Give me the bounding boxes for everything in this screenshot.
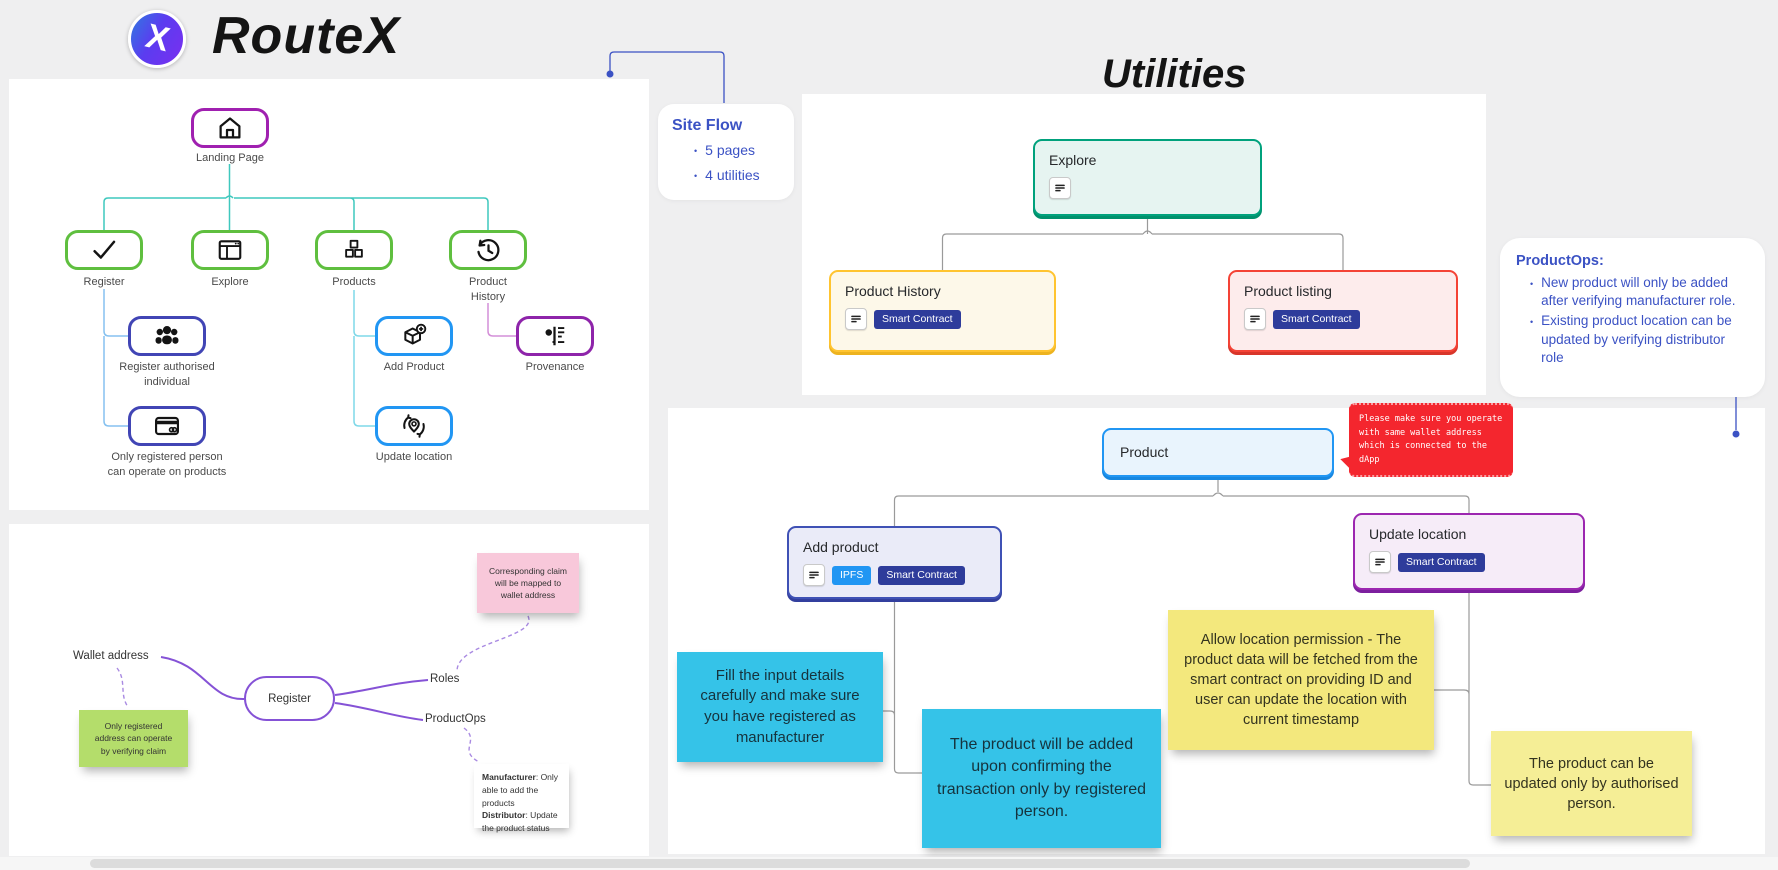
node-title: Update location [1369, 526, 1467, 542]
node-products-page[interactable] [315, 230, 393, 270]
node-label: Landing Page [196, 152, 264, 164]
app-logo-text: RouteX [212, 7, 400, 65]
sticky-note-product-added[interactable]: The product will be added upon confirmin… [922, 709, 1161, 848]
site-flow-connectors [103, 164, 516, 427]
node-title: Add product [803, 539, 879, 555]
node-label: Register authorised individual [119, 361, 215, 388]
node-label: Explore [211, 276, 249, 288]
distributor-label: Distributor [482, 810, 526, 821]
node-label: Update location [375, 451, 453, 463]
node-label: Register [83, 276, 125, 288]
node-update-location-flow[interactable]: Update location Smart Contract [1353, 513, 1585, 590]
history-clock-icon [477, 239, 500, 262]
smart-contract-badge: Smart Contract [874, 309, 961, 329]
branch-wallet-address[interactable]: Wallet address [73, 650, 149, 662]
horizontal-scrollbar-thumb[interactable] [90, 859, 1470, 868]
timeline-icon [545, 326, 565, 346]
sticky-note-fill-details[interactable]: Fill the input details carefully and mak… [677, 652, 883, 762]
cubes-icon [345, 239, 363, 258]
productops-callout[interactable]: ProductOps: New product will only be add… [1500, 238, 1765, 397]
sticky-note-location-permission[interactable]: Allow location permission - The product … [1168, 610, 1434, 750]
roles-description-note[interactable]: Manufacturer: Only able to add the produ… [474, 764, 569, 833]
node-explore-page[interactable] [191, 230, 269, 270]
node-title: Product [1120, 444, 1169, 460]
node-register-topic[interactable]: Register [244, 676, 335, 721]
people-group-icon [155, 326, 179, 345]
utilities-frame: Explore Product History Smart Contract P… [802, 94, 1486, 395]
location-sync-icon [403, 414, 425, 438]
callout-item: 5 pages [694, 141, 780, 160]
node-label: Only registered person can operate on pr… [107, 451, 227, 478]
register-map-frame: Corresponding claim will be mapped to wa… [9, 524, 649, 856]
smart-contract-badge: Smart Contract [878, 565, 965, 585]
checkmark-icon [93, 240, 116, 259]
node-registered-only[interactable] [128, 406, 206, 446]
node-landing-page[interactable] [191, 108, 269, 148]
connector-anchor-dot [606, 70, 614, 78]
site-flow-frame: Landing Page Register Explore Products P… [9, 79, 649, 510]
callout-item: Existing product location can be updated… [1530, 312, 1749, 367]
node-explore-utility[interactable]: Explore [1033, 139, 1262, 216]
credit-card-icon [154, 416, 179, 436]
callout-item: 4 utilities [694, 166, 780, 185]
node-title: Product History [845, 283, 941, 299]
node-update-location[interactable] [375, 406, 453, 446]
node-add-product-flow[interactable]: Add product IPFS Smart Contract [787, 526, 1002, 599]
manufacturer-text: : Only able to add the products [482, 772, 559, 808]
node-product-history-utility[interactable]: Product History Smart Contract [829, 270, 1056, 352]
site-flow-callout[interactable]: Site Flow 5 pages 4 utilities [658, 104, 794, 200]
utilities-title: Utilities [1102, 52, 1247, 96]
node-label: Products [332, 276, 376, 288]
node-label: Add Product [383, 361, 445, 373]
distributor-text: : Update the product status [482, 810, 558, 833]
node-product[interactable]: Product [1102, 428, 1334, 477]
note-lines-icon [1369, 551, 1391, 573]
node-title: Product listing [1244, 283, 1332, 299]
node-register-authorised[interactable] [128, 316, 206, 356]
smart-contract-badge: Smart Contract [1273, 309, 1360, 329]
smart-contract-badge: Smart Contract [1398, 552, 1485, 572]
cube-plus-icon [404, 323, 427, 345]
note-lines-icon [803, 564, 825, 586]
x-mark-logo-icon: X [128, 10, 186, 68]
node-product-listing-utility[interactable]: Product listing Smart Contract [1228, 270, 1458, 352]
node-provenance[interactable] [516, 316, 594, 356]
wallet-warning-note[interactable]: Please make sure you operate with same w… [1349, 403, 1513, 478]
branch-productops[interactable]: ProductOps [425, 713, 486, 725]
branch-roles[interactable]: Roles [430, 673, 460, 685]
sticky-note-claim-mapping[interactable]: Corresponding claim will be mapped to wa… [477, 553, 579, 613]
horizontal-scrollbar-track [0, 857, 1778, 870]
ipfs-badge: IPFS [832, 565, 872, 585]
note-lines-icon [845, 308, 867, 330]
browser-window-icon [218, 240, 242, 260]
node-register-page[interactable] [65, 230, 143, 270]
callout-title: ProductOps: [1516, 253, 1604, 269]
home-icon [219, 117, 241, 139]
node-label: Provenance [525, 361, 585, 373]
callout-title: Site Flow [672, 117, 743, 134]
product-flow-frame: Product Please make sure you operate wit… [668, 403, 1765, 854]
manufacturer-label: Manufacturer [482, 772, 536, 782]
note-lines-icon [1244, 308, 1266, 330]
node-add-product[interactable] [375, 316, 453, 356]
callout-item: New product will only be added after ver… [1530, 274, 1749, 310]
node-label: Product History [469, 276, 507, 303]
node-product-history-page[interactable] [449, 230, 527, 270]
sticky-note-authorised-update[interactable]: The product can be updated only by autho… [1491, 731, 1692, 836]
sticky-note-verify-claim[interactable]: Only registered address can operate by v… [79, 710, 188, 767]
node-title: Explore [1049, 152, 1097, 168]
note-lines-icon [1049, 177, 1071, 199]
